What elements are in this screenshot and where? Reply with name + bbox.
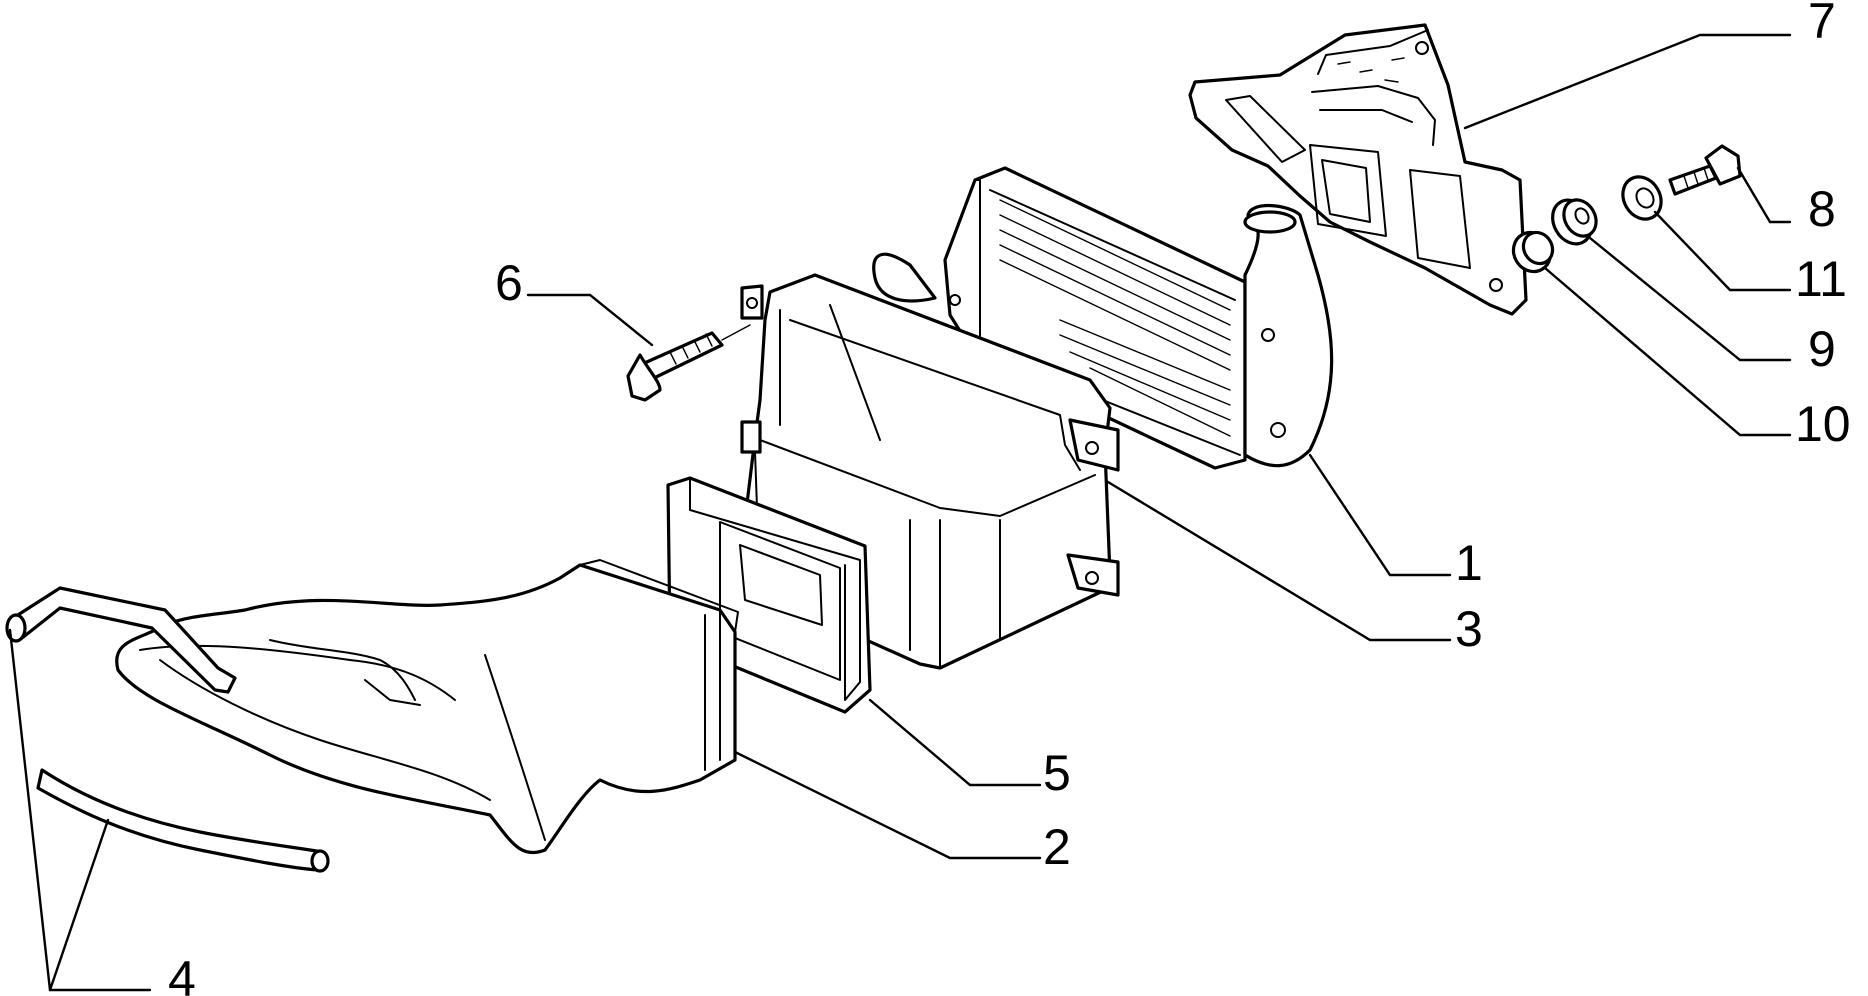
part-2-air-inlet-duct xyxy=(115,559,739,855)
leader-11 xyxy=(1653,210,1792,292)
leader-1 xyxy=(1308,453,1452,577)
part-4-hoses xyxy=(5,586,330,873)
callout-7: 7 xyxy=(1808,0,1836,49)
part-10-bushing xyxy=(1511,230,1555,274)
part-7-mounting-bracket xyxy=(1188,23,1528,316)
leader-8 xyxy=(1736,166,1792,224)
leader-3 xyxy=(1106,480,1452,642)
callout-9: 9 xyxy=(1808,321,1836,377)
callout-6: 6 xyxy=(495,255,523,311)
leader-6 xyxy=(526,293,654,347)
part-1-intercooler-radiator xyxy=(872,166,1334,470)
callout-8: 8 xyxy=(1808,181,1836,237)
leader-9 xyxy=(1588,236,1792,362)
callout-5: 5 xyxy=(1043,745,1071,801)
leader-2 xyxy=(733,750,1042,860)
leader-10 xyxy=(1543,266,1792,437)
leader-7 xyxy=(1463,33,1792,130)
callout-10: 10 xyxy=(1795,396,1851,452)
part-9-grommet xyxy=(1551,198,1598,246)
callout-3: 3 xyxy=(1455,601,1483,657)
callout-11: 11 xyxy=(1795,251,1847,307)
callout-4: 4 xyxy=(168,951,196,996)
part-11-washer xyxy=(1621,175,1663,221)
leader-5 xyxy=(868,698,1042,787)
callout-labels: 7 8 11 9 10 6 1 3 5 2 4 xyxy=(168,0,1851,996)
leader-4 xyxy=(8,628,152,992)
callout-1: 1 xyxy=(1455,535,1483,591)
leader-lines xyxy=(8,33,1792,992)
callout-2: 2 xyxy=(1043,819,1071,875)
part-8-bolt xyxy=(1668,144,1742,196)
part-6-bolt xyxy=(626,324,751,402)
